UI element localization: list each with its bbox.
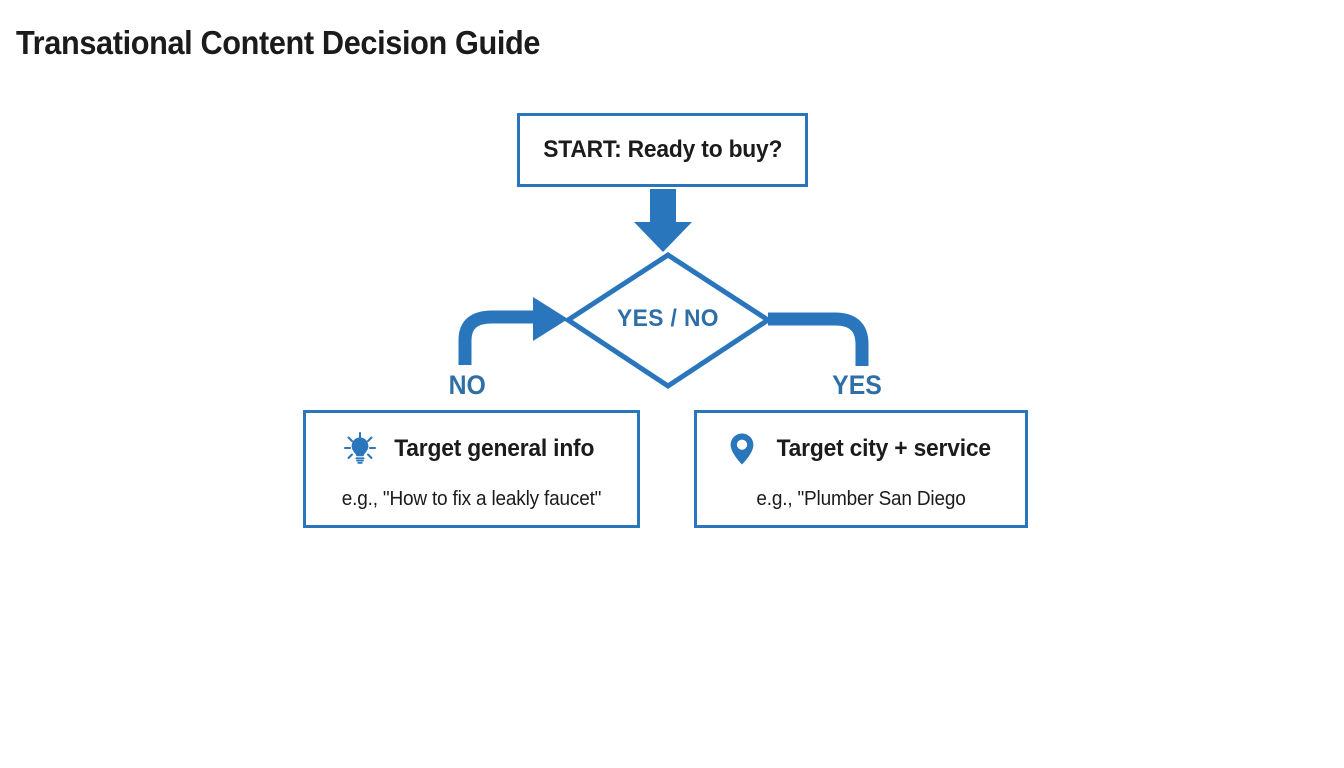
outcome-header: Target general info — [306, 432, 637, 466]
outcome-title: Target city + service — [776, 435, 991, 462]
branch-label-yes: YES — [832, 370, 882, 400]
arrow-start-to-decision — [634, 189, 692, 252]
lightbulb-icon — [343, 432, 376, 464]
decision-node-label: YES / NO — [617, 305, 719, 332]
outcome-node-city-service[interactable]: Target city + service e.g., "Plumber San… — [694, 410, 1028, 528]
page-title: Transational Content Decision Guide — [16, 24, 541, 61]
branch-label-no: NO — [448, 370, 486, 400]
outcome-title: Target general info — [394, 435, 594, 462]
start-node[interactable]: START: Ready to buy? — [517, 113, 808, 187]
start-node-label: START: Ready to buy? — [542, 136, 782, 163]
map-pin-icon — [730, 433, 754, 465]
outcome-header: Target city + service — [697, 432, 1025, 466]
outcome-node-general-info[interactable]: Target general info e.g., "How to fix a … — [303, 410, 640, 528]
outcome-example: e.g., "How to fix a leakly faucet" — [341, 488, 602, 510]
outcome-example: e.g., "Plumber San Diego — [756, 488, 966, 510]
connector-yes-branch — [768, 312, 869, 366]
connector-no-branch — [458, 297, 568, 365]
